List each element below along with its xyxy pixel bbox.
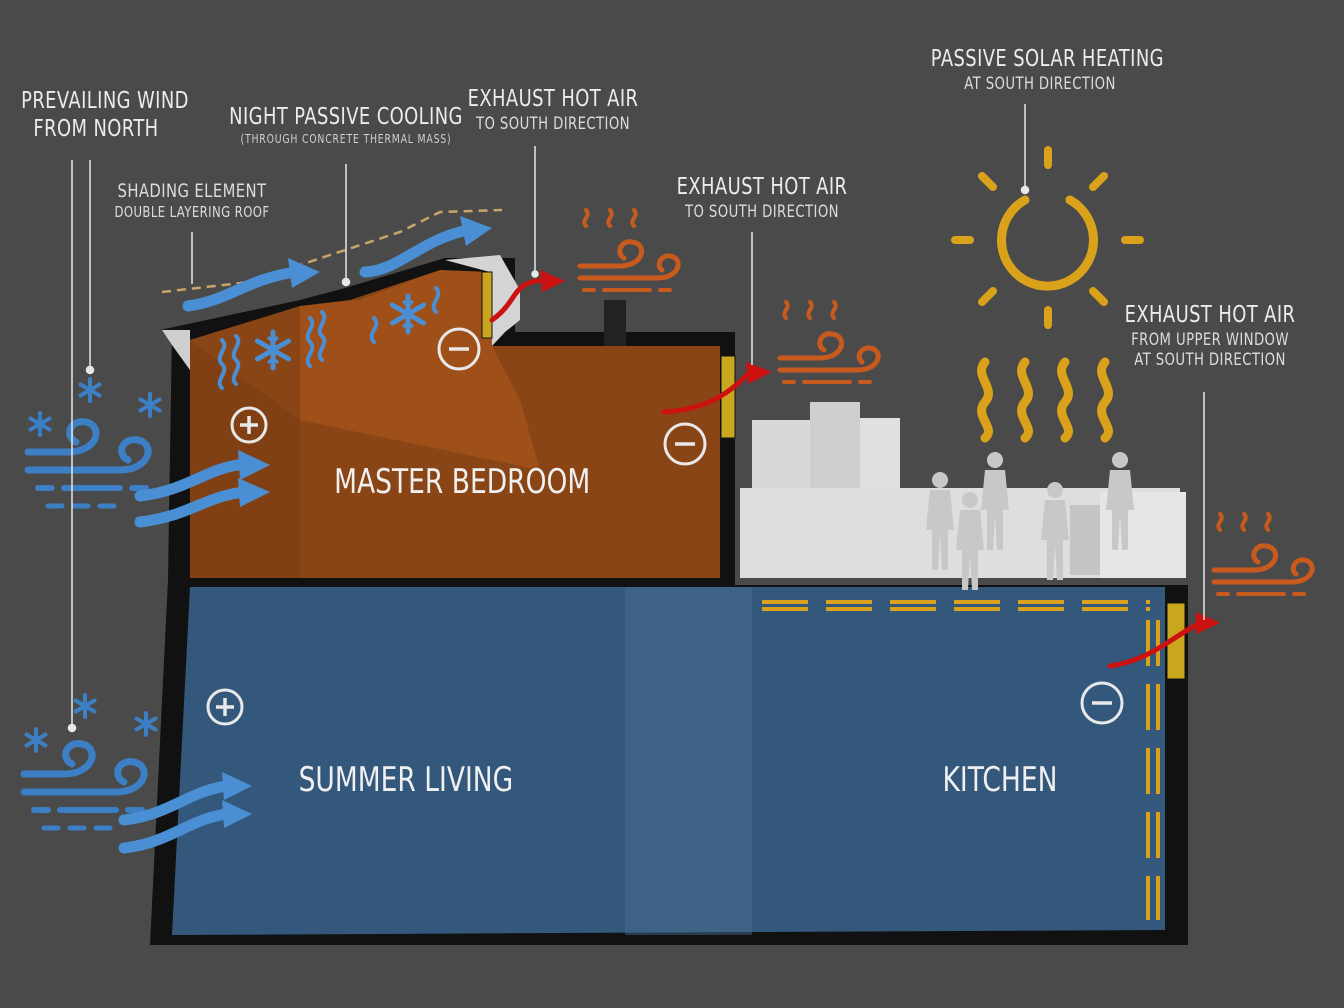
wind-label: PREVAILING WIND FROM NORTH: [21, 88, 189, 143]
night-cooling-label-title: NIGHT PASSIVE COOLING: [229, 104, 463, 130]
solar-label-title: PASSIVE SOLAR HEATING: [930, 46, 1164, 72]
room-label-summer-living: SUMMER LIVING: [298, 760, 514, 800]
exhaust-label-2-sub: TO SOUTH DIRECTION: [685, 201, 839, 222]
exhaust-label-3-sub2: AT SOUTH DIRECTION: [1134, 349, 1286, 370]
wind-arrows: [118, 224, 474, 854]
exhaust-label-1-title: EXHAUST HOT AIR: [467, 86, 639, 112]
sun-icon: [951, 146, 1144, 329]
room-label-kitchen: KITCHEN: [942, 760, 1058, 800]
exhaust-label-3-title: EXHAUST HOT AIR: [1124, 302, 1296, 328]
solar-label-sub: AT SOUTH DIRECTION: [964, 73, 1116, 94]
hot-wind-icon: [580, 210, 678, 290]
snowflake-icon: [24, 727, 48, 753]
shading-label-sub: DOUBLE LAYERING ROOF: [114, 202, 270, 221]
snowflake-icon: [78, 377, 102, 403]
shading-label-title: SHADING ELEMENT: [117, 180, 267, 202]
snowflake-icon: [134, 711, 158, 737]
exhaust-label-1-sub: TO SOUTH DIRECTION: [476, 113, 630, 134]
shading-roof-line: [161, 208, 503, 294]
wind-label-sub: FROM NORTH: [33, 115, 159, 142]
snowflake-icon: [73, 693, 97, 719]
terrace-buildings: [740, 402, 1186, 590]
exhaust-label-3: EXHAUST HOT AIR FROM UPPER WINDOW AT SOU…: [1124, 302, 1296, 370]
solar-label: PASSIVE SOLAR HEATING AT SOUTH DIRECTION: [930, 46, 1164, 94]
shading-label: SHADING ELEMENT DOUBLE LAYERING ROOF: [106, 180, 278, 221]
exhaust-label-2: EXHAUST HOT AIR TO SOUTH DIRECTION: [676, 174, 848, 222]
exhaust-label-3-sub1: FROM UPPER WINDOW: [1131, 329, 1289, 350]
living-kitchen-space: [172, 587, 1165, 935]
snowflake-icon: [138, 392, 162, 418]
hot-wind-icon: [1214, 514, 1312, 594]
exhaust-label-1: EXHAUST HOT AIR TO SOUTH DIRECTION: [467, 86, 639, 134]
night-cooling-label-sub: (THROUGH CONCRETE THERMAL MASS): [240, 131, 452, 146]
cold-wind-icon: [28, 422, 148, 506]
room-label-master-bedroom: MASTER BEDROOM: [334, 462, 591, 502]
exhaust-label-2-title: EXHAUST HOT AIR: [676, 174, 848, 200]
wind-label-title: PREVAILING WIND: [21, 88, 189, 114]
hot-wind-icon: [780, 302, 878, 382]
snowflake-icon: [28, 411, 52, 437]
heat-waves-icon: [977, 357, 1113, 443]
night-cooling-label: NIGHT PASSIVE COOLING (THROUGH CONCRETE …: [229, 104, 463, 146]
